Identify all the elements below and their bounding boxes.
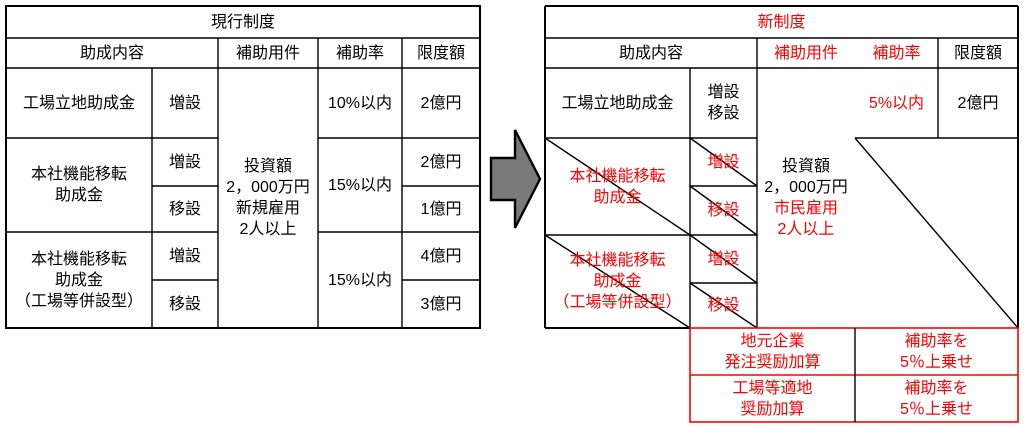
abolished-hq-relocation-name: 本社機能移転 助成金: [569, 167, 666, 206]
current-factory-rate: 10%以内: [327, 94, 393, 112]
current-hq-factory-annex-name: 本社機能移転 助成金 （工場等併設型）: [14, 250, 143, 310]
current-table-grid: [5, 5, 481, 329]
strikethrough-diagonals: [544, 137, 1019, 329]
current-annex-limit-expand: 4億円: [420, 247, 462, 265]
current-hq-limit-expand: 2億円: [420, 153, 462, 171]
current-hq-type-relocate: 移設: [168, 200, 201, 218]
current-hq-limit-relocate: 1億円: [420, 200, 462, 218]
current-annex-type-expand: 増設: [168, 247, 201, 265]
new-header-aid-content: 助成内容: [618, 44, 683, 62]
current-annex-limit-relocate: 3億円: [420, 295, 462, 313]
new-requirement-unchanged-text: 投資額 2，000万円: [764, 158, 848, 196]
new-factory-types: 増設 移設: [707, 84, 740, 122]
new-factory-subsidy-name: 工場立地助成金: [561, 94, 674, 112]
new-header-limit: 限度額: [953, 44, 1002, 62]
new-header-requirement: 補助用件: [773, 44, 838, 62]
current-header-rate: 補助率: [335, 44, 384, 62]
current-table-title: 現行制度: [210, 13, 275, 31]
current-hq-type-expand: 増設: [168, 153, 201, 171]
abolished-hq-type-expand: 増設: [707, 153, 740, 171]
new-requirement-cell: 投資額 2，000万円 市民雇用 2人以上: [757, 68, 855, 328]
bonus-local-company-label: 地元企業 発注奨励加算: [724, 332, 821, 371]
bonus-local-company-effect: 補助率を 5％上乗せ: [900, 332, 973, 371]
abolished-hq-type-relocate: 移設: [707, 202, 740, 219]
current-hq-relocation-name: 本社機能移転 助成金: [30, 166, 127, 204]
new-table-title: 新制度: [757, 13, 806, 31]
current-factory-limit: 2億円: [420, 94, 462, 112]
abolished-annex-type-expand: 増設: [707, 250, 740, 268]
new-factory-limit: 2億円: [957, 94, 999, 112]
current-factory-subsidy-name: 工場立地助成金: [22, 94, 135, 112]
abolished-annex-type-relocate: 移設: [707, 297, 740, 314]
current-header-requirement: 補助用件: [235, 44, 300, 62]
new-requirement-changed-text: 市民雇用 2人以上: [773, 200, 838, 238]
new-factory-rate: 5%以内: [868, 94, 925, 112]
current-requirement-text: 投資額 2，000万円 新規雇用 2人以上: [226, 158, 310, 238]
transition-arrow-icon: [489, 129, 542, 229]
abolished-hq-factory-annex-name: 本社機能移転 助成金 （工場等併設型）: [553, 252, 682, 311]
current-hq-rate: 15%以内: [327, 176, 393, 194]
bonus-box-grid: [689, 327, 1019, 423]
bonus-suitable-site-effect: 補助率を 5％上乗せ: [900, 379, 973, 418]
current-header-limit: 限度額: [416, 44, 465, 62]
new-header-rate: 補助率: [872, 44, 921, 62]
current-annex-type-relocate: 移設: [168, 295, 201, 313]
current-factory-type-expand: 増設: [168, 94, 201, 112]
current-annex-rate: 15%以内: [327, 271, 393, 289]
bonus-suitable-site-label: 工場等適地 奨励加算: [732, 379, 813, 418]
new-table-grid: [544, 5, 1019, 329]
current-header-aid-content: 助成内容: [79, 44, 144, 62]
